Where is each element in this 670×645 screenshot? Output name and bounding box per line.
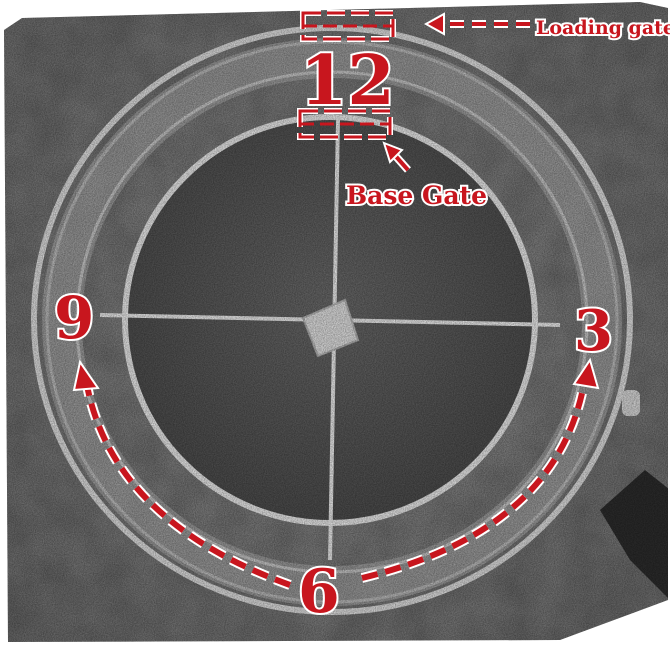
loading-gate-arrowhead-icon bbox=[423, 12, 445, 36]
clock-label-9: 9 bbox=[54, 284, 94, 352]
arc-arrow-6-to-9 bbox=[83, 379, 292, 588]
clock-label-12: 12 bbox=[300, 41, 395, 121]
base-gate-arrowhead-icon bbox=[382, 141, 404, 164]
arc-arrowhead-3-icon bbox=[572, 357, 600, 390]
arc-arrowhead-9-icon bbox=[72, 359, 100, 392]
clock-label-6: 6 bbox=[298, 557, 340, 627]
loading-gate-label: Loading gate bbox=[536, 17, 670, 39]
clock-label-3: 3 bbox=[574, 298, 613, 364]
arc-arrow-6-to-3 bbox=[361, 377, 588, 581]
annotation-layer: Loading gate Base Gate 12 3 6 9 bbox=[52, 10, 670, 629]
base-gate-label: Base Gate bbox=[346, 181, 487, 210]
